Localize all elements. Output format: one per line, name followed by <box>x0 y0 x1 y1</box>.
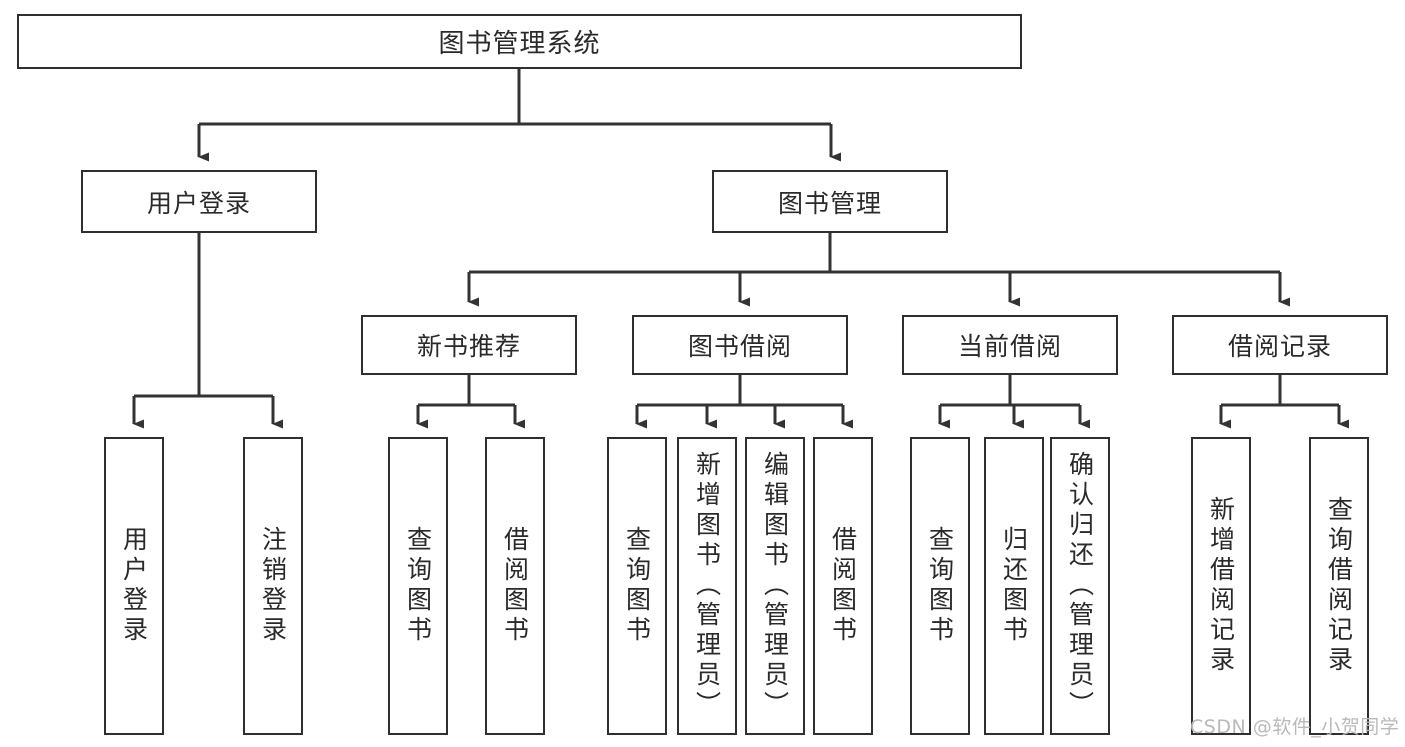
leaf-label: 查询借阅记录 <box>1324 496 1354 676</box>
node-user-login[interactable]: 用户登录 <box>81 170 317 233</box>
node-leaf-borrow-book-1[interactable]: 借阅图书 <box>485 437 545 735</box>
leaf-label: 归还图书 <box>999 526 1029 646</box>
node-leaf-query-book-1[interactable]: 查询图书 <box>388 437 448 735</box>
node-book-borrow[interactable]: 图书借阅 <box>632 315 848 375</box>
node-leaf-user-logout[interactable]: 注销登录 <box>243 437 303 735</box>
node-book-manage[interactable]: 图书管理 <box>712 170 948 233</box>
leaf-label: 确认归还（管理员） <box>1065 451 1095 721</box>
node-leaf-user-login[interactable]: 用户登录 <box>104 437 164 735</box>
leaf-label: 查询图书 <box>925 526 955 646</box>
node-leaf-add-record[interactable]: 新增借阅记录 <box>1191 437 1251 735</box>
node-leaf-query-book-2[interactable]: 查询图书 <box>607 437 667 735</box>
node-leaf-query-book-3[interactable]: 查询图书 <box>910 437 970 735</box>
node-leaf-query-record[interactable]: 查询借阅记录 <box>1309 437 1369 735</box>
node-borrow-record[interactable]: 借阅记录 <box>1172 315 1388 375</box>
node-leaf-confirm-return[interactable]: 确认归还（管理员） <box>1050 437 1110 735</box>
leaf-label: 用户登录 <box>119 526 149 646</box>
node-leaf-return-book[interactable]: 归还图书 <box>984 437 1044 735</box>
leaf-label: 新增图书（管理员） <box>692 451 722 721</box>
leaf-label: 注销登录 <box>258 526 288 646</box>
node-leaf-add-book[interactable]: 新增图书（管理员） <box>677 437 737 735</box>
leaf-label: 新增借阅记录 <box>1206 496 1236 676</box>
leaf-label: 查询图书 <box>403 526 433 646</box>
leaf-label: 借阅图书 <box>828 526 858 646</box>
node-new-book-recommend[interactable]: 新书推荐 <box>361 315 577 375</box>
node-leaf-edit-book[interactable]: 编辑图书（管理员） <box>745 437 805 735</box>
leaf-label: 查询图书 <box>622 526 652 646</box>
leaf-label: 借阅图书 <box>500 526 530 646</box>
node-leaf-borrow-book-2[interactable]: 借阅图书 <box>813 437 873 735</box>
node-current-borrow[interactable]: 当前借阅 <box>902 315 1118 375</box>
csdn-watermark: CSDN @软件_小贺同学 <box>1190 716 1400 738</box>
node-root-system[interactable]: 图书管理系统 <box>17 14 1022 69</box>
leaf-label: 编辑图书（管理员） <box>760 451 790 721</box>
